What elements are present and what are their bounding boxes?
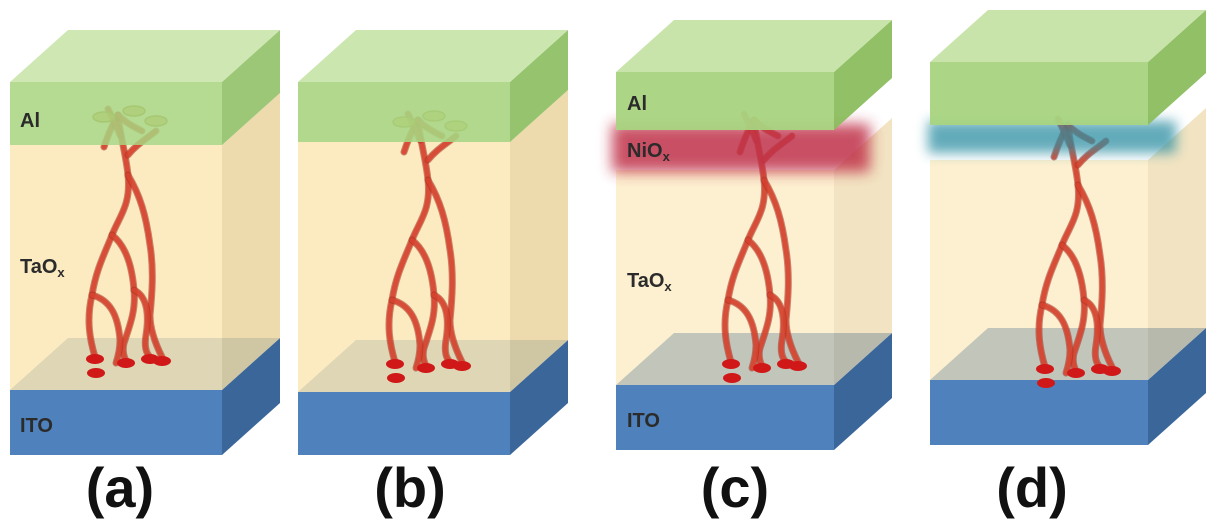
conductive-filament-icon-strand-4	[1081, 297, 1103, 370]
ito-layer-front	[10, 390, 222, 455]
al-layer-side	[834, 20, 892, 130]
panel-b	[298, 30, 568, 455]
taox-layer-side	[510, 90, 568, 392]
panel-a-taox-label: TaOx	[20, 256, 65, 280]
conductive-filament-icon-root-0	[1036, 364, 1054, 374]
conductive-filament-icon-root-2	[1037, 378, 1055, 388]
panel-c	[612, 20, 892, 450]
conductive-filament-icon-root-0	[86, 354, 104, 364]
conductive-filament-icon-root-0	[722, 359, 740, 369]
panel-a-al-label: Al	[20, 110, 40, 132]
panel-a-ito-label: ITO	[20, 415, 53, 437]
gap-interface-layer	[928, 121, 1176, 153]
conductive-filament-icon-strand-1	[125, 172, 165, 360]
panel-c-niox-sub: x	[662, 149, 670, 164]
al-layer-front	[930, 62, 1148, 125]
al-layer-side	[1148, 10, 1206, 125]
ito-layer-side	[510, 340, 568, 455]
conductive-filament-icon-root-4	[1103, 366, 1121, 376]
al-layer-top	[298, 30, 568, 82]
panel-a-label: (a)	[85, 456, 155, 519]
conductive-filament-icon	[1035, 115, 1121, 388]
conductive-filament-icon-root-4	[789, 361, 807, 371]
ito-layer-side	[1148, 328, 1206, 445]
conductive-filament-icon-root-4	[453, 361, 471, 371]
conductive-filament-icon	[721, 110, 807, 383]
panel-c-label: (c)	[700, 456, 770, 519]
conductive-filament-icon-strand-1	[425, 177, 465, 365]
conductive-filament-icon-strand-2	[109, 232, 137, 364]
al-layer-side	[222, 30, 280, 145]
conductive-filament-icon-strand-3	[89, 292, 123, 366]
ito-layer-front	[930, 380, 1148, 445]
conductive-filament-icon-strand-1	[761, 177, 801, 365]
conductive-filament-icon-strand-3	[389, 297, 423, 371]
al-layer-front	[298, 82, 510, 142]
panel-c-niox-main: NiO	[627, 140, 663, 162]
conductive-filament-icon-root-1	[417, 363, 435, 373]
conductive-filament-icon-root-2	[87, 368, 105, 378]
conductive-filament-icon-root-2	[723, 373, 741, 383]
panel-c-taox-sub: x	[664, 279, 672, 294]
panel-a	[10, 30, 280, 455]
taox-layer-side	[222, 93, 280, 390]
conductive-filament-icon-strand-4	[431, 292, 453, 365]
conductive-filament-icon-strand-1	[1075, 182, 1115, 370]
al-layer-side	[510, 30, 568, 142]
panel-d	[928, 10, 1206, 445]
ito-layer-front	[616, 385, 834, 450]
conductive-filament-icon-strand-3	[725, 297, 759, 371]
taox-layer-side	[834, 118, 892, 385]
conductive-filament-icon-strand-2	[1059, 242, 1087, 374]
niox-interface-layer	[612, 124, 870, 172]
ito-layer-front	[298, 392, 510, 455]
al-layer-front	[10, 82, 222, 145]
conductive-filament-icon-root-1	[117, 358, 135, 368]
al-layer-top	[930, 10, 1206, 62]
ito-layer-side	[834, 333, 892, 450]
panel-c-niox-label: NiOx	[627, 140, 670, 164]
al-layer-front	[616, 72, 834, 130]
conductive-filament-icon-root-1	[753, 363, 771, 373]
panel-c-ito-label: ITO	[627, 410, 660, 432]
conductive-filament-icon-strand-2	[745, 237, 773, 369]
taox-layer-side	[1148, 108, 1206, 380]
panel-c-taox-label: TaOx	[627, 270, 672, 294]
panel-b-label: (b)	[374, 456, 446, 519]
conductive-filament-icon-strand-3	[1039, 302, 1073, 376]
conductive-filament-icon-strand-2	[409, 237, 437, 369]
ito-layer-side	[222, 338, 280, 455]
conductive-filament-icon-root-0	[386, 359, 404, 369]
panel-a-taox-sub: x	[57, 265, 65, 280]
conductive-filament-icon-root-4	[153, 356, 171, 366]
panel-a-taox-main: TaO	[20, 256, 58, 278]
panel-c-al-label: Al	[627, 93, 647, 115]
conductive-filament-icon-strand-4	[767, 292, 789, 365]
panel-d-label: (d)	[996, 456, 1068, 519]
conductive-filament-icon-root-1	[1067, 368, 1085, 378]
panel-c-taox-main: TaO	[627, 270, 665, 292]
al-layer-top	[10, 30, 280, 82]
conductive-filament-icon-strand-4	[131, 287, 153, 360]
al-layer-top	[616, 20, 892, 72]
conductive-filament-icon-root-2	[387, 373, 405, 383]
